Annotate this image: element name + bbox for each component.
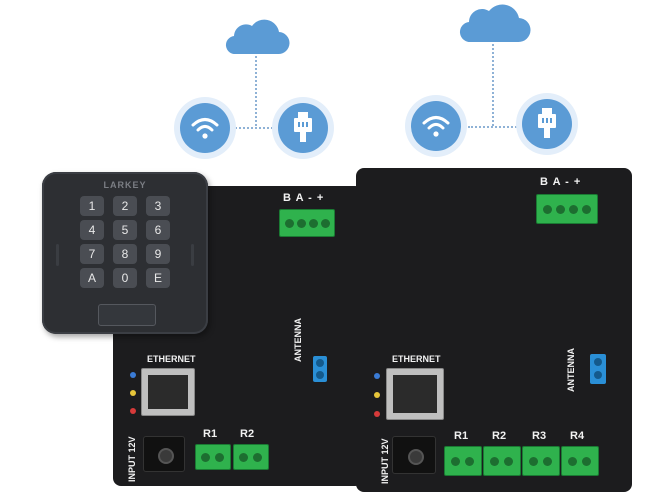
controller-board-left: B A - + ETHERNET ANTENNA INPUT 12V R1 R2: [113, 186, 363, 486]
relay-terminal: [522, 446, 560, 476]
keypad-key[interactable]: 1: [80, 196, 104, 216]
keypad-key[interactable]: 2: [113, 196, 137, 216]
keypad-key[interactable]: 6: [146, 220, 170, 240]
connector-line: [492, 44, 494, 126]
keypad-key[interactable]: 5: [113, 220, 137, 240]
connector-line: [468, 126, 524, 128]
keypad-key[interactable]: 3: [146, 196, 170, 216]
cloud-icon-right: [456, 0, 532, 49]
power-jack: [392, 436, 436, 474]
ethernet-plug-icon-left: [278, 103, 328, 153]
keypad-key[interactable]: 4: [80, 220, 104, 240]
connector-line: [232, 127, 280, 129]
bus-terminal: [536, 194, 598, 224]
relay-label: R1: [454, 430, 469, 442]
relay-label: R2: [240, 428, 255, 440]
ethernet-label: ETHERNET: [147, 354, 196, 364]
ethernet-plug-icon-right: [522, 99, 572, 149]
keypad-key[interactable]: 8: [113, 244, 137, 264]
keypad-key[interactable]: 7: [80, 244, 104, 264]
keypad-key[interactable]: 0: [113, 268, 137, 288]
keypad-key[interactable]: E: [146, 268, 170, 288]
connector-line: [255, 56, 257, 126]
keypad-reader: LARKEY 1 2 3 4 5 6 7 8 9 A 0 E: [42, 172, 208, 334]
brand-logo: LARKEY: [103, 180, 147, 190]
relay-label: R3: [532, 430, 547, 442]
indicator-left: [56, 244, 59, 266]
relay-label: R4: [570, 430, 585, 442]
relay-terminal: [195, 444, 231, 470]
relay-terminal: [483, 446, 521, 476]
antenna-label: ANTENNA: [566, 348, 576, 392]
status-led-blue: [374, 373, 380, 379]
relay-terminal: [233, 444, 269, 470]
keypad-key[interactable]: 9: [146, 244, 170, 264]
status-led-yellow: [130, 390, 136, 396]
input-label: INPUT 12V: [127, 436, 137, 482]
cloud-icon-left: [222, 14, 290, 61]
relay-label: R2: [492, 430, 507, 442]
controller-board-right: B A - + ETHERNET ANTENNA INPUT 12V R1 R2…: [356, 168, 632, 492]
input-label: INPUT 12V: [380, 438, 390, 484]
relay-label: R1: [203, 428, 218, 440]
ethernet-label: ETHERNET: [392, 354, 441, 364]
antenna-label: ANTENNA: [293, 318, 303, 362]
status-led-blue: [130, 372, 136, 378]
antenna-terminal: [590, 354, 606, 384]
bus-terminal: [279, 209, 335, 237]
relay-terminal: [444, 446, 482, 476]
wifi-icon-left: [180, 103, 230, 153]
status-led-yellow: [374, 392, 380, 398]
status-led-red: [374, 411, 380, 417]
ethernet-port: [141, 368, 195, 416]
bus-label: B A - +: [283, 192, 325, 204]
relay-terminal: [561, 446, 599, 476]
indicator-right: [191, 244, 194, 266]
status-led-red: [130, 408, 136, 414]
card-slot: [98, 304, 156, 326]
antenna-terminal: [313, 356, 327, 382]
bus-label: B A - +: [540, 176, 582, 188]
ethernet-port: [386, 368, 444, 420]
wifi-icon-right: [411, 101, 461, 151]
power-jack: [143, 436, 185, 472]
keypad-key[interactable]: A: [80, 268, 104, 288]
